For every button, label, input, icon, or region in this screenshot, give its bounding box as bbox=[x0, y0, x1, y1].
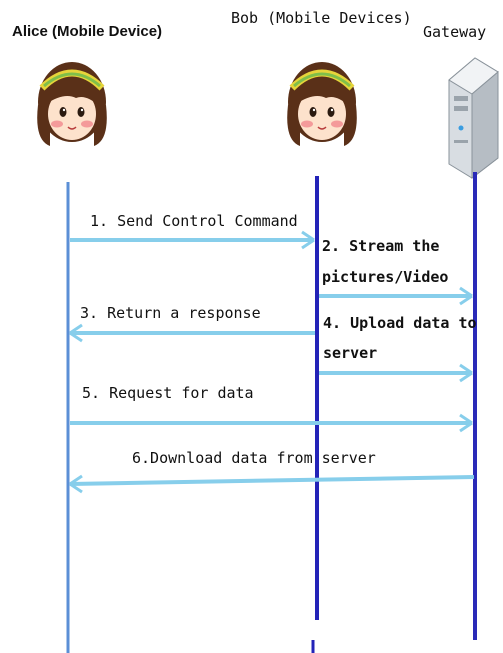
message-5-arrowhead bbox=[459, 413, 473, 433]
message-3-arrowhead bbox=[69, 323, 83, 343]
message-1-arrowhead bbox=[301, 230, 315, 250]
message-6-arrowhead bbox=[69, 474, 83, 494]
message-2-label-line2: pictures/Video bbox=[322, 268, 448, 286]
girl-avatar-icon bbox=[37, 62, 107, 146]
message-1-label: 1. Send Control Command bbox=[90, 212, 298, 230]
actor-label-bob: Bob (Mobile Devices) bbox=[231, 9, 412, 27]
message-4-label-line1: 4. Upload data to bbox=[323, 314, 477, 332]
message-6-arrow bbox=[69, 475, 475, 486]
message-4-arrowhead bbox=[459, 363, 473, 383]
girl-avatar-icon bbox=[287, 62, 357, 146]
server-tower-icon bbox=[448, 57, 499, 180]
message-6-label: 6.Download data from server bbox=[132, 449, 376, 467]
message-5-label: 5. Request for data bbox=[82, 384, 254, 402]
message-4-label-line2: server bbox=[323, 344, 377, 362]
message-2-label-line1: 2. Stream the bbox=[322, 237, 439, 255]
actor-label-alice: Alice (Mobile Device) bbox=[12, 23, 162, 40]
actor-label-gateway: Gateway bbox=[423, 23, 486, 41]
message-2-arrowhead bbox=[459, 286, 473, 306]
message-3-label: 3. Return a response bbox=[80, 304, 261, 322]
